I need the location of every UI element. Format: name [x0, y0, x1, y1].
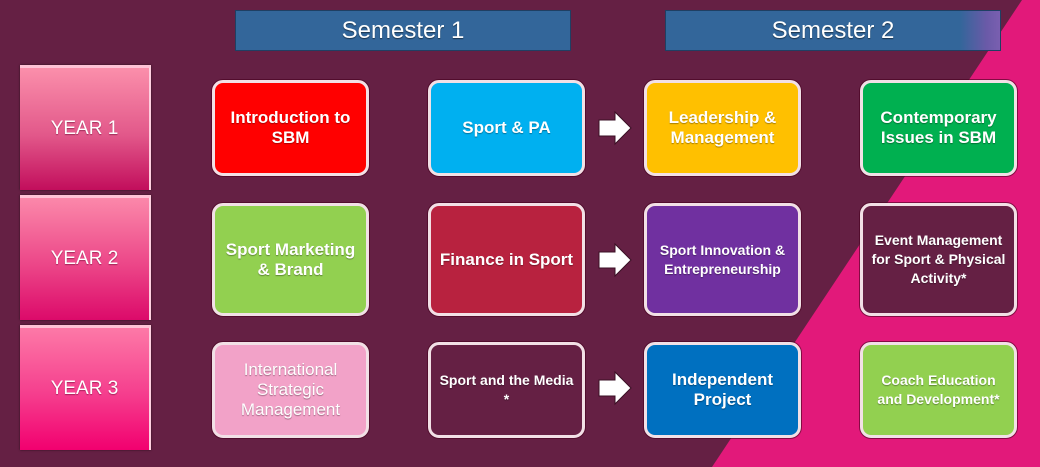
module-finance-in-sport: Finance in Sport — [428, 203, 585, 316]
module-leadership-and-management: Leadership & Management — [644, 80, 801, 176]
module-independent-project: Independent Project — [644, 342, 801, 438]
module-sport-marketing-and-brand: Sport Marketing & Brand — [212, 203, 369, 316]
module-sport-innovation-and-entrepreneurship: Sport Innovation & Entrepreneurship — [644, 203, 801, 316]
year-1-label: YEAR 1 — [20, 65, 151, 190]
module-international-strategic-management: International Strategic Management — [212, 342, 369, 438]
year-3-label: YEAR 3 — [20, 325, 151, 450]
year-2-label: YEAR 2 — [20, 195, 151, 320]
module-coach-education-and-development: Coach Education and Development* — [860, 342, 1017, 438]
right-arrow-icon — [597, 110, 633, 146]
module-sport-and-pa: Sport & PA — [428, 80, 585, 176]
semester-1-header: Semester 1 — [235, 10, 571, 51]
module-introduction-to-sbm: Introduction to SBM — [212, 80, 369, 176]
right-arrow-icon — [597, 242, 633, 278]
module-sport-and-the-media: Sport and the Media * — [428, 342, 585, 438]
semester-2-header: Semester 2 — [665, 10, 1001, 51]
module-contemporary-issues-in-sbm: Contemporary Issues in SBM — [860, 80, 1017, 176]
right-arrow-icon — [597, 370, 633, 406]
module-event-management: Event Management for Sport & Physical Ac… — [860, 203, 1017, 316]
